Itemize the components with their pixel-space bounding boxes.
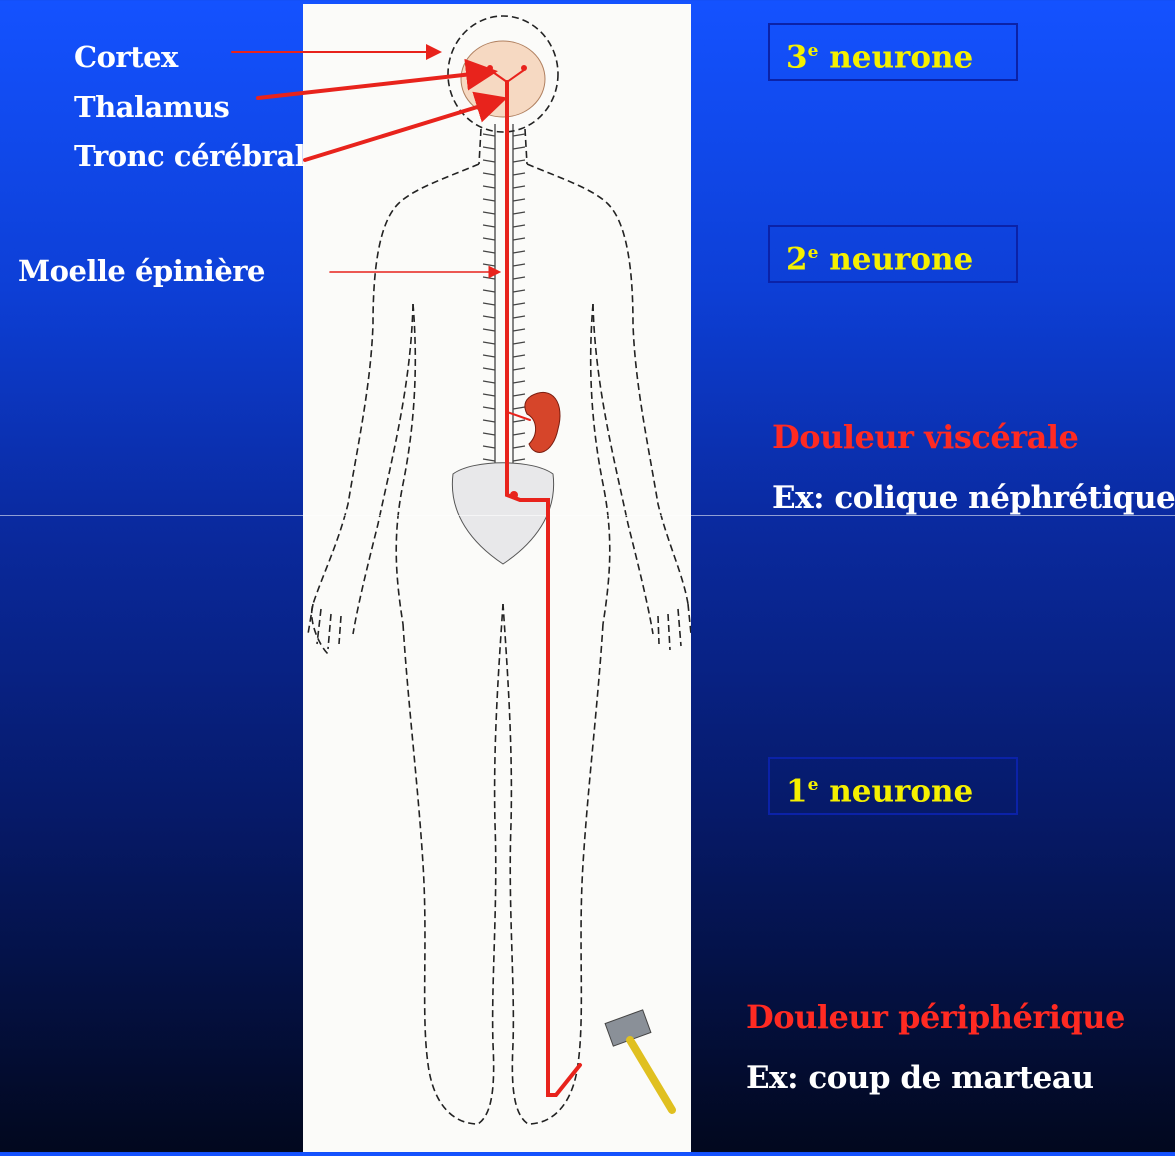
third-neuron-text: neurone <box>829 39 973 75</box>
tronc-arrow <box>305 100 500 160</box>
moelle-epiniere-label: Moelle épinière <box>18 254 265 288</box>
second-neuron-box: 2e neurone <box>768 225 1018 283</box>
third-neuron-number: 3 <box>786 39 808 75</box>
third-neuron-sup: e <box>808 41 819 61</box>
spinal-pathway-line <box>507 82 580 1095</box>
kidney-branch-line <box>507 412 530 420</box>
third-neuron-box: 3e neurone <box>768 23 1018 81</box>
synapse-pelvis <box>510 491 518 499</box>
second-neuron-number: 2 <box>786 241 808 277</box>
visceral-pain-title: Douleur viscérale <box>772 418 1078 456</box>
peripheral-pain-title: Douleur périphérique <box>746 998 1125 1036</box>
first-neuron-text: neurone <box>829 773 973 809</box>
second-neuron-sup: e <box>808 243 819 263</box>
visceral-pain-example: Ex: colique néphrétique <box>772 480 1175 516</box>
second-neuron-text: neurone <box>829 241 973 277</box>
first-neuron-sup: e <box>808 775 819 795</box>
thalamus-label: Thalamus <box>74 90 229 124</box>
first-neuron-number: 1 <box>786 773 808 809</box>
hammer-icon <box>605 1010 672 1110</box>
cortex-synapse-left <box>487 65 493 71</box>
first-neuron-box: 1e neurone <box>768 757 1018 815</box>
cortex-label: Cortex <box>74 40 178 74</box>
peripheral-pain-example: Ex: coup de marteau <box>746 1060 1093 1096</box>
tronc-cerebral-label: Tronc cérébral <box>74 139 305 173</box>
cortex-synapse-right <box>521 65 527 71</box>
thalamus-arrow <box>258 72 490 98</box>
